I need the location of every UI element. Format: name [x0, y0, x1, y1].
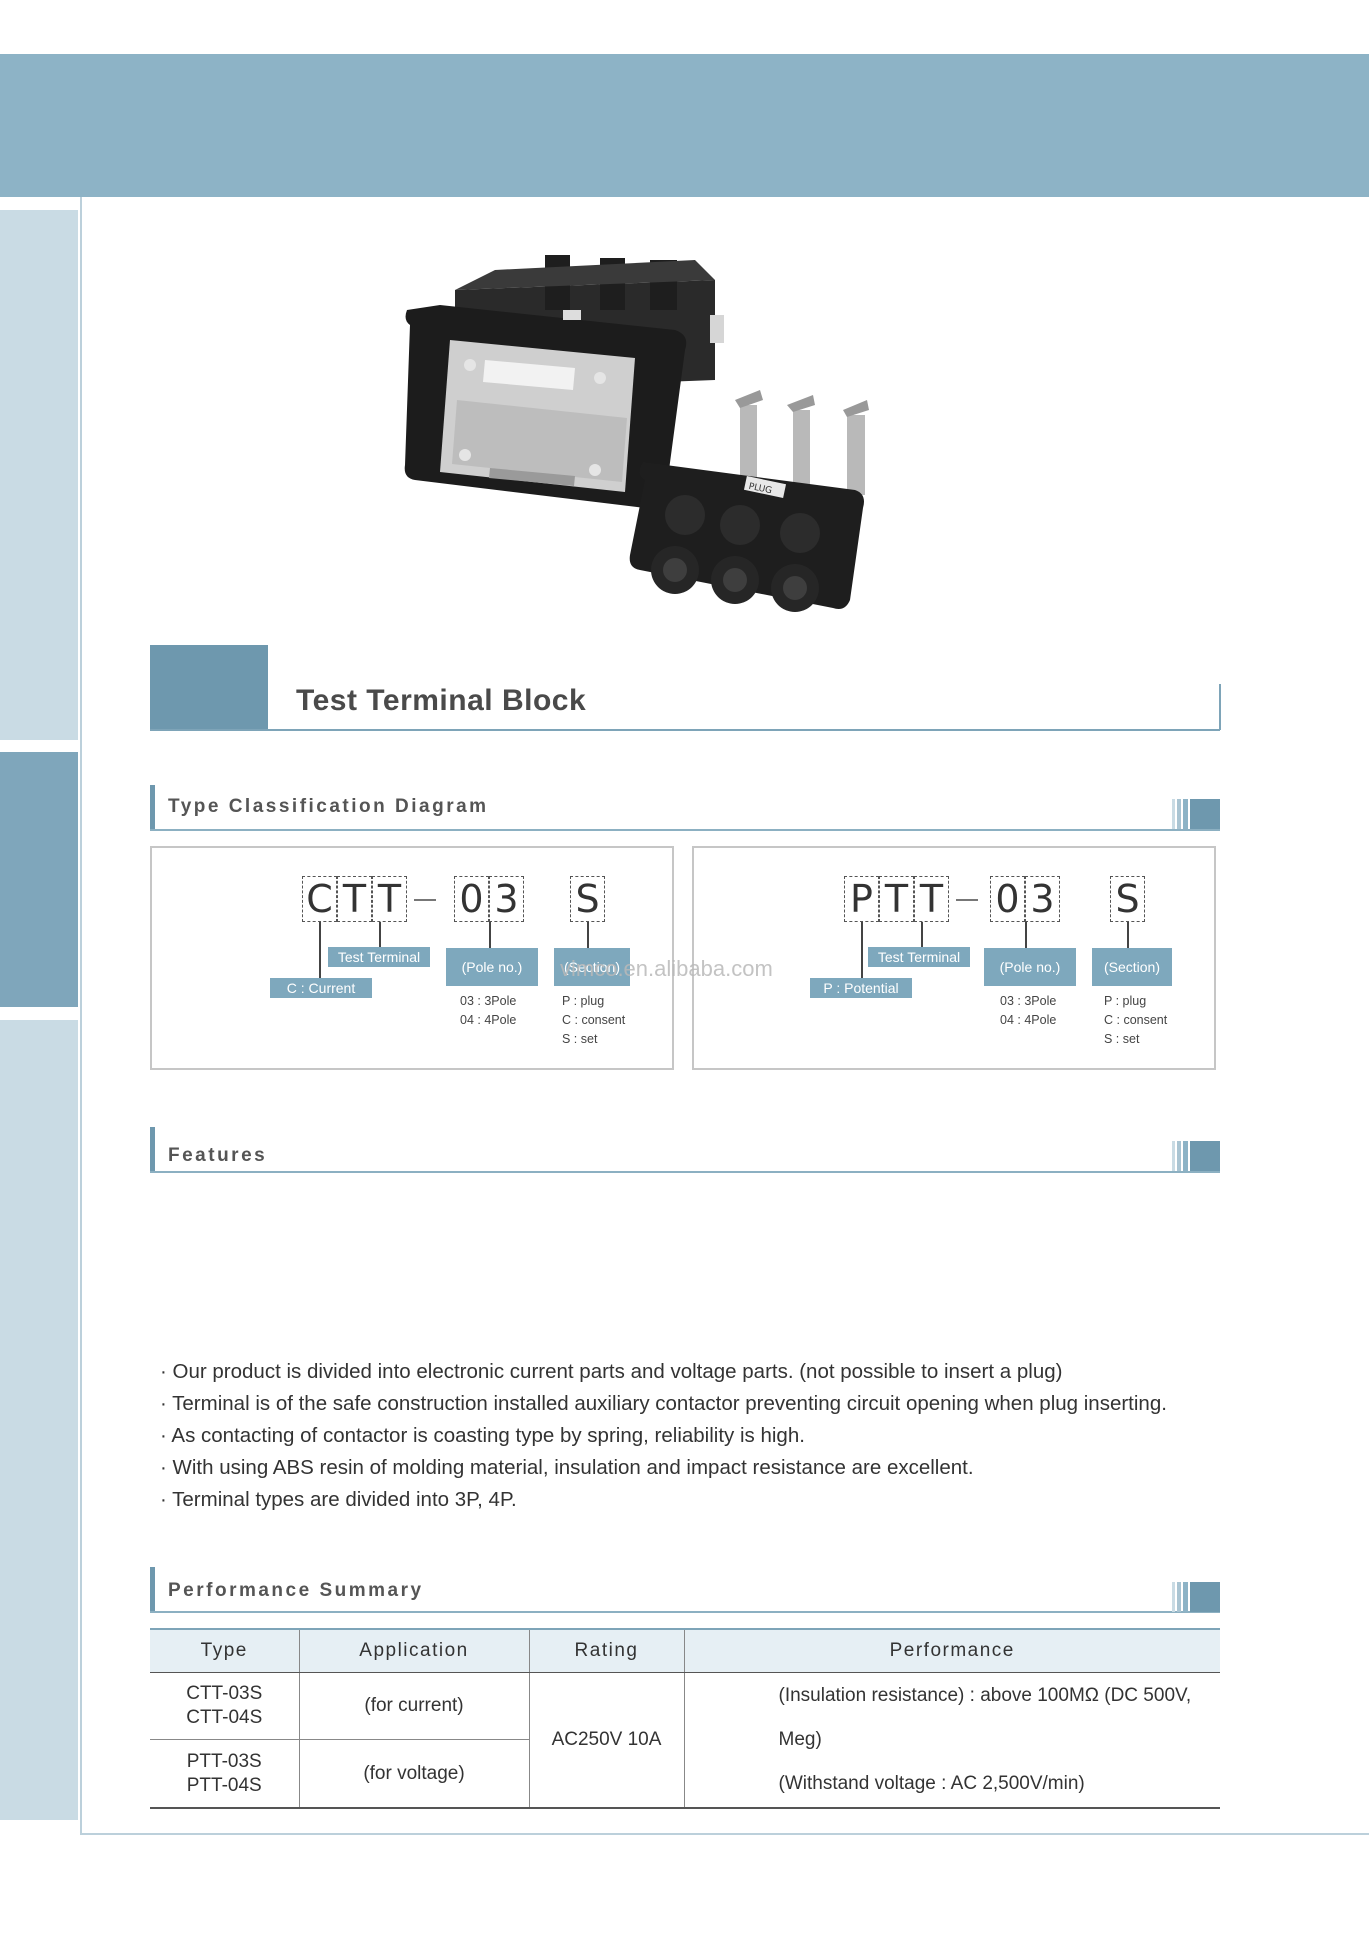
section-underline — [150, 1611, 1220, 1613]
feature-item: · Our product is divided into electronic… — [160, 1360, 1063, 1383]
tag-section: (Section) — [554, 948, 630, 986]
section-deco-bars — [1172, 1141, 1220, 1171]
classification-box-ptt: P T T 0 3 S Test Terminal P : Potential … — [692, 846, 1216, 1070]
connector-line — [489, 922, 491, 952]
table-header-row: Type Application Rating Performance — [150, 1628, 1220, 1673]
performance-line: (Withstand voltage : AC 2,500V/min) — [778, 1773, 1085, 1794]
connector-line — [1127, 922, 1129, 952]
header-rating: Rating — [528, 1628, 684, 1673]
header-performance: Performance — [683, 1628, 1220, 1673]
code-char: T — [879, 876, 914, 922]
title-accent-box — [150, 645, 268, 731]
section-option: C : consent — [562, 1013, 626, 1027]
section-underline — [150, 829, 1220, 831]
table-row: CTT-03S CTT-04S (for current) AC250V 10A… — [150, 1672, 1220, 1809]
tag-type: C : Current — [270, 978, 372, 998]
page-title: Test Terminal Block — [296, 684, 587, 717]
type-code: PTT-04S — [186, 1774, 262, 1796]
code-dash — [414, 899, 436, 901]
tag-pole-no: (Pole no.) — [984, 948, 1076, 986]
title-underline-end — [1219, 684, 1221, 730]
feature-item: · Terminal is of the safe construction i… — [160, 1392, 1167, 1415]
tag-test-terminal: Test Terminal — [328, 947, 430, 967]
section-deco-bars — [1172, 1582, 1220, 1612]
tag-section: (Section) — [1092, 948, 1172, 986]
pole-options: 03 : 3Pole 04 : 4Pole — [460, 992, 516, 1030]
code-char: P — [844, 876, 879, 922]
section-option: P : plug — [1104, 994, 1147, 1008]
type-code: CTT-03S — [186, 1683, 263, 1705]
pole-option: 03 : 3Pole — [460, 994, 517, 1008]
code-char: 3 — [489, 876, 524, 922]
code-char: S — [1110, 876, 1145, 922]
tag-pole-no: (Pole no.) — [446, 948, 538, 986]
code-char: T — [914, 876, 949, 922]
performance-table: Type Application Rating Performance CTT-… — [150, 1628, 1220, 1810]
code-char: S — [570, 876, 605, 922]
frame-left-rule — [80, 197, 82, 1835]
pole-options: 03 : 3Pole 04 : 4Pole — [1000, 992, 1056, 1030]
code-char: T — [337, 876, 372, 922]
connector-line — [379, 922, 381, 958]
cell-type: CTT-03S CTT-04S — [150, 1672, 299, 1741]
feature-item: · Terminal types are divided into 3P, 4P… — [160, 1488, 517, 1511]
tag-type: P : Potential — [810, 978, 912, 998]
performance-line: (Insulation resistance) : above 100MΩ (D… — [778, 1685, 1192, 1750]
side-strip-middle — [0, 752, 78, 1007]
header-application: Application — [298, 1628, 529, 1673]
section-title-features: Features — [168, 1145, 268, 1166]
plug-label: PLUG — [748, 482, 773, 497]
cell-application: (for voltage) — [298, 1739, 529, 1810]
feature-item: · As contacting of contactor is coasting… — [160, 1424, 805, 1447]
pole-option: 04 : 4Pole — [1000, 1013, 1057, 1027]
connector-line — [587, 922, 589, 952]
feature-item: · With using ABS resin of molding materi… — [160, 1456, 974, 1479]
section-accent-bar — [150, 785, 155, 831]
table-row: PTT-03S PTT-04S (for voltage) — [150, 1739, 1220, 1810]
pole-option: 04 : 4Pole — [460, 1013, 517, 1027]
cell-type: PTT-03S PTT-04S — [150, 1739, 299, 1810]
side-strip-upper — [0, 210, 78, 740]
watermark: vimco.en.alibaba.com — [560, 956, 773, 981]
cell-performance: (Insulation resistance) : above 100MΩ (D… — [683, 1672, 1220, 1809]
section-accent-bar — [150, 1567, 155, 1613]
cell-application: (for current) — [298, 1672, 529, 1741]
pole-option: 03 : 3Pole — [1000, 994, 1057, 1008]
product-image: PLUG — [404, 255, 869, 612]
code-char: C — [302, 876, 337, 922]
section-options: P : plug C : consent S : set — [1104, 992, 1167, 1049]
connector-line — [1025, 922, 1027, 952]
type-code: PTT-03S — [186, 1750, 262, 1772]
code-char: 0 — [454, 876, 489, 922]
section-option: P : plug — [562, 994, 605, 1008]
section-option: S : set — [562, 1032, 598, 1046]
tag-test-terminal: Test Terminal — [868, 947, 970, 967]
top-banner — [0, 54, 1369, 197]
code-dash — [956, 899, 978, 901]
type-code: CTT-04S — [186, 1707, 263, 1729]
connector-line — [921, 922, 923, 958]
connector-line — [319, 922, 321, 992]
code-char: 3 — [1025, 876, 1060, 922]
side-strip-lower — [0, 1020, 78, 1820]
code-char: T — [372, 876, 407, 922]
section-option: C : consent — [1104, 1013, 1168, 1027]
connector-line — [861, 922, 863, 992]
features-list: · Our product is divided into electronic… — [160, 1356, 1167, 1516]
frame-bottom-rule — [80, 1833, 1369, 1835]
code-char: 0 — [990, 876, 1025, 922]
classification-box-ctt: C T T 0 3 S Test Terminal C : Current (P… — [150, 846, 674, 1070]
section-title-performance: Performance Summary — [168, 1580, 424, 1601]
header-type: Type — [150, 1628, 299, 1673]
section-accent-bar — [150, 1127, 155, 1173]
section-deco-bars — [1172, 799, 1220, 829]
plug-unit: PLUG — [629, 390, 869, 612]
title-underline — [150, 729, 1220, 731]
cell-rating: AC250V 10A — [528, 1672, 684, 1809]
section-option: S : set — [1104, 1032, 1140, 1046]
section-options: P : plug C : consent S : set — [562, 992, 625, 1049]
socket-block — [404, 255, 724, 509]
section-underline — [150, 1171, 1220, 1173]
section-title-classification: Type Classification Diagram — [168, 796, 489, 817]
